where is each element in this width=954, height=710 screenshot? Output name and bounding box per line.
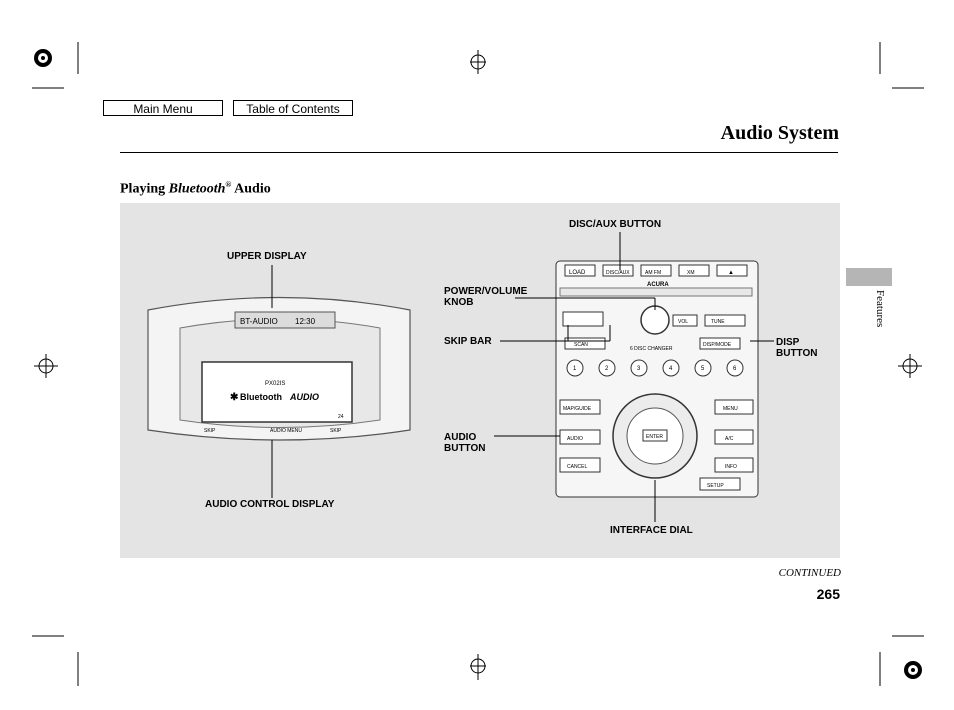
console-am-fm: AM FM xyxy=(645,270,661,276)
continued-note: CONTINUED xyxy=(778,567,841,579)
section-heading-suffix: Audio xyxy=(231,181,271,197)
preset-5: 5 xyxy=(701,366,705,372)
upper-display-mode: BT-AUDIO xyxy=(240,317,278,326)
lower-display-mode: AUDIO xyxy=(289,392,319,402)
lower-display-track: 24 xyxy=(338,414,344,420)
lower-display-screen xyxy=(201,361,353,423)
section-heading-prefix: Playing xyxy=(120,181,169,197)
upper-display-screen xyxy=(234,311,336,329)
console-cancel: CANCEL xyxy=(567,464,588,470)
console-eject: ▲ xyxy=(728,270,734,276)
console-disc-changer: 6 DISC CHANGER xyxy=(630,346,673,352)
main-menu-button[interactable]: Main Menu xyxy=(103,100,223,116)
preset-buttons xyxy=(566,359,744,377)
table-of-contents-button[interactable]: Table of Contents xyxy=(233,100,353,116)
callout-interface-dial: INTERFACE DIAL xyxy=(610,525,693,536)
lower-display-brand: Bluetooth xyxy=(240,392,282,402)
title-rule xyxy=(120,152,838,153)
console-info: INFO xyxy=(725,464,737,470)
display-unit-illustration: BT-AUDIO 12:30 PX02IS ✱ Bluetooth AUDIO … xyxy=(147,296,411,441)
preset-4: 4 xyxy=(669,366,673,372)
callout-audio-control-display: AUDIO CONTROL DISPLAY xyxy=(205,499,335,510)
console-disp-mode: DISP/MODE xyxy=(703,342,732,348)
callout-skip-bar: SKIP BAR xyxy=(444,336,492,347)
registered-mark: ® xyxy=(225,180,232,189)
callout-upper-display: UPPER DISPLAY xyxy=(227,251,307,262)
preset-2: 2 xyxy=(605,366,609,372)
console-tune: TUNE xyxy=(711,319,725,325)
callout-disc-aux-button: DISC/AUX BUTTON xyxy=(569,219,662,230)
page-title: Audio System xyxy=(720,122,839,144)
preset-3: 3 xyxy=(637,366,641,372)
center-console-illustration: LOAD DISC/AUX AM FM XM ▲ ACURA VOL TUNE … xyxy=(555,260,759,498)
callout-audio-button: AUDIO BUTTON xyxy=(444,432,486,454)
console-enter: ENTER xyxy=(646,434,663,440)
console-audio: AUDIO xyxy=(567,436,583,442)
console-map-guide: MAP/GUIDE xyxy=(563,406,592,412)
console-menu: MENU xyxy=(723,406,738,412)
callout-disp-button: DISP BUTTON xyxy=(776,337,818,359)
section-heading-italic: Bluetooth xyxy=(168,181,226,197)
console-brand: ACURA xyxy=(647,282,669,288)
registration-mark-bottom-right xyxy=(904,661,922,679)
console-vol: VOL xyxy=(678,319,688,325)
lower-display-audio-menu: AUDIO MENU xyxy=(270,428,302,434)
console-load: LOAD xyxy=(569,270,586,276)
console-disc-aux: DISC/AUX xyxy=(606,270,630,276)
bluetooth-icon: ✱ xyxy=(230,392,239,403)
lower-display-skip-left: SKIP xyxy=(204,428,216,434)
features-tab[interactable] xyxy=(846,268,892,286)
page-number: 265 xyxy=(816,586,840,602)
upper-display-time: 12:30 xyxy=(295,317,316,326)
preset-1: 1 xyxy=(573,366,577,372)
registration-mark-top-left xyxy=(34,49,52,67)
features-tab-label: Features xyxy=(874,290,886,328)
lower-display-skip-right: SKIP xyxy=(330,428,342,434)
callout-power-volume-knob: POWER/VOLUME KNOB xyxy=(444,286,528,308)
preset-6: 6 xyxy=(733,366,737,372)
console-scan: SCAN xyxy=(574,342,588,348)
lower-display-device: PX02IS xyxy=(265,381,285,387)
console-setup: SETUP xyxy=(707,483,724,489)
console-xm: XM xyxy=(687,270,695,276)
section-heading: Playing Bluetooth® Audio xyxy=(120,180,271,198)
console-atc: A/C xyxy=(725,436,734,442)
